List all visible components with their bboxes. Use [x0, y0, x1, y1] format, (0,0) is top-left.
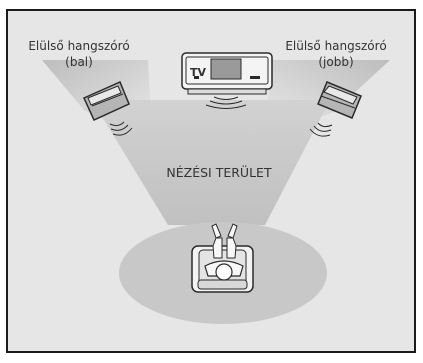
tv-icon	[181, 52, 273, 109]
viewing-area-label: NÉZÉSI TERÜLET	[166, 164, 272, 180]
left-speaker-icon	[83, 81, 133, 136]
front-left-speaker-sublabel: (bal)	[65, 55, 93, 69]
listener-icon	[191, 223, 254, 293]
front-right-speaker-sublabel: (jobb)	[318, 55, 353, 69]
front-left-speaker-label: Elülső hangszóró	[28, 39, 129, 53]
right-speaker-icon	[309, 81, 362, 137]
tv-label: TV	[190, 66, 207, 79]
front-right-speaker-label: Elülső hangszóró	[285, 39, 386, 53]
viewing-area-beam	[92, 100, 330, 225]
